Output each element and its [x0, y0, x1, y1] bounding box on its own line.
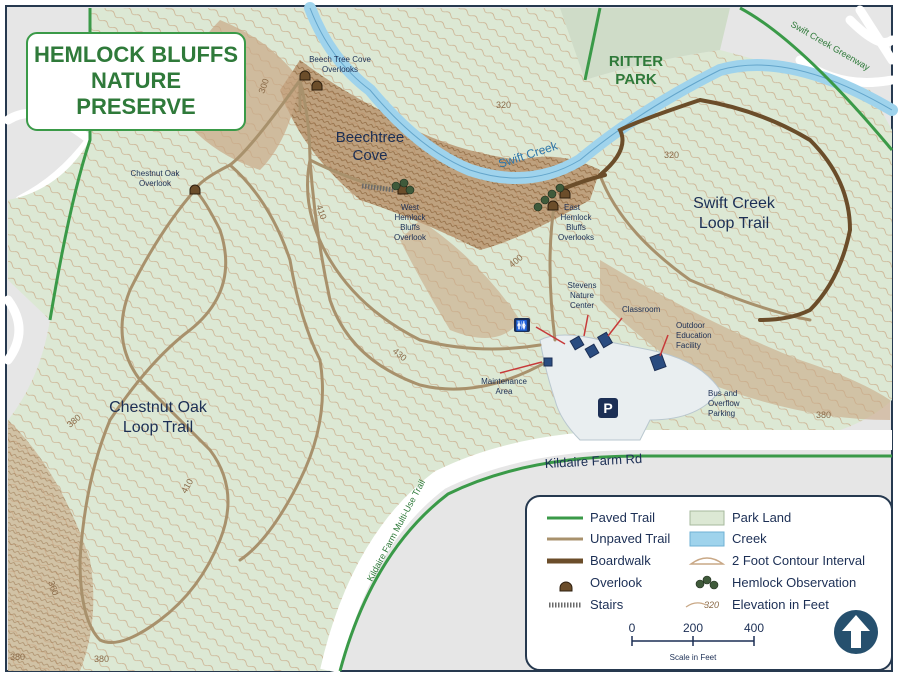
stevens-label-2: Nature [570, 291, 595, 300]
title-line3: PRESERVE [76, 94, 195, 119]
legend-stairs-label: Stairs [590, 597, 624, 612]
elevation-320-b: 320 [664, 150, 679, 160]
legend-paved-label: Paved Trail [590, 510, 655, 525]
beechtree-cove-label-2: Cove [352, 147, 387, 164]
east-overlook-label-2: Hemlock [560, 213, 592, 222]
legend-elevation-label: Elevation in Feet [732, 597, 829, 612]
elevation-410-a: 410 [314, 203, 329, 221]
scale-bar: 0 200 400 Scale in Feet [629, 621, 765, 662]
restroom-icon [514, 318, 530, 332]
scale-label-400: 400 [744, 621, 764, 635]
legend-hemlock-label: Hemlock Observation [732, 575, 856, 590]
legend-boardwalk-label: Boardwalk [590, 553, 651, 568]
legend-overlook-label: Overlook [590, 575, 643, 590]
kildaire-farm-rd-label: Kildaire Farm Rd [544, 451, 642, 471]
map-legend: Paved Trail Unpaved Trail Boardwalk Over… [525, 495, 893, 671]
east-overlook-label-1: East [564, 203, 581, 212]
outdoor-label-3: Facility [676, 341, 701, 350]
legend-creek-swatch [689, 531, 725, 547]
elevation-320-a: 320 [496, 100, 511, 110]
stairs [361, 183, 396, 193]
beech-tree-overlook-label-2: Overlooks [322, 65, 358, 74]
chestnut-overlook-label-1: Chestnut Oak [131, 169, 181, 178]
elevation-380-d: 380 [10, 652, 25, 662]
maintenance-building [543, 357, 553, 367]
maintenance-label-1: Maintenance [481, 377, 527, 386]
bus-label-2: Overflow [708, 399, 740, 408]
maintenance-label-2: Area [496, 387, 513, 396]
title-line1: HEMLOCK BLUFFS [34, 42, 238, 67]
classroom-building [596, 331, 614, 349]
elevation-300: 300 [256, 77, 271, 95]
legend-elevation-line [685, 602, 707, 608]
north-arrow-icon [834, 610, 878, 654]
stevens-label-3: Center [570, 301, 594, 310]
stevens-building-2 [584, 343, 600, 359]
scale-label-200: 200 [683, 621, 703, 635]
unpaved-trails [78, 78, 812, 644]
overlook-icon [311, 80, 323, 91]
outdoor-education-building [649, 352, 667, 372]
scale-caption: Scale in Feet [670, 653, 717, 662]
pointer-arrows [499, 314, 669, 374]
buildings [543, 331, 667, 372]
stevens-nature-center-building [569, 335, 585, 351]
ritter-park-area [560, 8, 730, 80]
parking-sign [598, 398, 618, 418]
west-overlook-label-4: Overlook [394, 233, 427, 242]
stevens-label-1: Stevens [568, 281, 597, 290]
legend-parkland-label: Park Land [732, 510, 791, 525]
bus-label-3: Parking [708, 409, 735, 418]
swift-creek-loop-label-1: Swift Creek [693, 195, 776, 212]
legend-unpaved-label: Unpaved Trail [590, 531, 670, 546]
elevation-380-a: 380 [816, 410, 831, 420]
overlook-icon [547, 200, 559, 211]
legend-contour-label: 2 Foot Contour Interval [732, 553, 865, 568]
east-overlook-label-4: Overlooks [558, 233, 594, 242]
chestnut-overlook-label-2: Overlook [139, 179, 172, 188]
hemlock-observations [391, 178, 565, 212]
west-overlook-label-1: West [401, 203, 420, 212]
scale-label-0: 0 [629, 621, 636, 635]
elevation-360: 360 [46, 579, 61, 597]
legend-elevation-sample: 320 [704, 600, 719, 610]
ritter-park-label-1: RITTER [609, 53, 663, 70]
beech-tree-overlook-label-1: Beech Tree Cove [309, 55, 371, 64]
legend-creek-label: Creek [732, 531, 767, 546]
beechtree-cove-label-1: Beechtree [336, 129, 404, 146]
legend-hemlock-icon [695, 575, 719, 590]
legend-overlook-icon [559, 581, 573, 592]
chestnut-oak-loop-label-1: Chestnut Oak [109, 399, 208, 416]
legend-contour-swatch [688, 557, 726, 565]
outdoor-label-1: Outdoor [676, 321, 705, 330]
legend-parkland-swatch [689, 510, 725, 526]
west-overlook-label-3: Bluffs [400, 223, 420, 232]
chestnut-oak-loop-label-2: Loop Trail [123, 419, 193, 436]
parking-letter: P [603, 400, 612, 416]
bus-label-1: Bus and [708, 389, 737, 398]
kildaire-farm-rd [320, 430, 892, 674]
overlook-icon [189, 184, 201, 195]
ritter-park-label-2: PARK [615, 71, 657, 88]
east-overlook-label-3: Bluffs [566, 223, 586, 232]
outdoor-label-2: Education [676, 331, 712, 340]
elevation-380-c: 380 [94, 654, 109, 664]
overlook-icon [299, 70, 311, 81]
west-overlook-label-2: Hemlock [394, 213, 426, 222]
restroom-glyph: 🚻 [516, 319, 528, 332]
swift-creek-loop-label-2: Loop Trail [699, 215, 769, 232]
classroom-label: Classroom [622, 305, 661, 314]
title-box [26, 32, 246, 131]
title-line2: NATURE [91, 68, 181, 93]
